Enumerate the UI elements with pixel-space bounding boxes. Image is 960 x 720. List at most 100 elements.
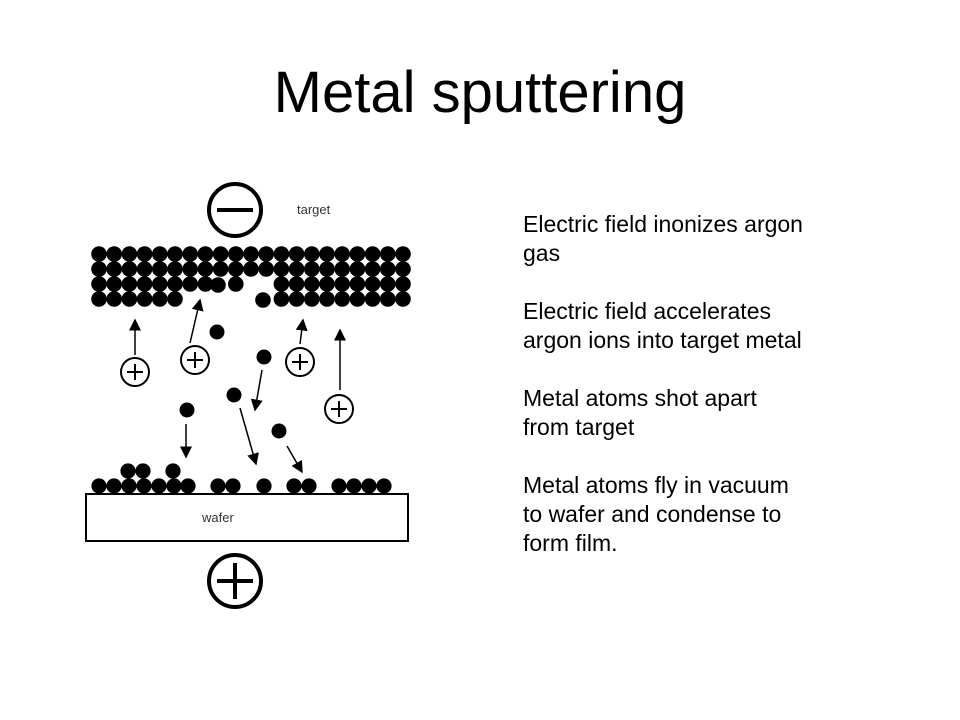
metal-atom	[106, 261, 122, 277]
metal-atom	[380, 291, 396, 307]
metal-atom	[106, 276, 122, 292]
metal-atom	[331, 478, 347, 494]
metal-atom	[258, 261, 275, 277]
metal-atom	[197, 261, 214, 277]
argon-ion-1	[120, 357, 150, 387]
metal-atom	[380, 246, 396, 262]
metal-atom	[167, 261, 183, 277]
explanation-item: Electric field inonizes argon gas	[523, 211, 803, 266]
metal-atom	[228, 276, 244, 292]
metal-atom	[152, 276, 168, 292]
metal-atom	[91, 261, 107, 277]
metal-atom	[304, 246, 320, 262]
metal-atom	[319, 261, 335, 277]
metal-atom	[361, 478, 377, 494]
target-metal-atoms	[91, 246, 411, 308]
anode-plus-icon	[207, 553, 263, 609]
metal-atom	[136, 478, 152, 494]
argon-ion-4	[324, 394, 354, 424]
metal-atom	[180, 478, 196, 494]
metal-atom	[334, 291, 351, 307]
metal-atom	[286, 478, 302, 494]
metal-atom	[91, 276, 107, 292]
target-label: target	[297, 202, 331, 217]
metal-atom	[121, 246, 138, 262]
metal-atom	[334, 276, 351, 292]
metal-atom	[197, 246, 214, 262]
flying-metal-atom	[209, 324, 225, 340]
metal-atom	[152, 261, 168, 277]
metal-atom	[165, 463, 181, 479]
metal-atom	[304, 261, 320, 277]
explanation-list: Electric field inonizes argon gas Electr…	[523, 210, 943, 587]
wafer	[85, 493, 409, 542]
explanation-item: Metal atoms shot apart from target	[523, 385, 757, 440]
metal-atom	[151, 478, 167, 494]
metal-atom	[255, 292, 271, 308]
explanation-item: Metal atoms fly in vacuum to wafer and c…	[523, 472, 789, 556]
metal-atom	[288, 276, 305, 292]
metal-atom	[349, 246, 366, 262]
metal-atom	[273, 276, 290, 292]
metal-atom	[166, 478, 182, 494]
metal-atom	[197, 276, 214, 292]
metal-atom	[376, 478, 392, 494]
metal-atom	[364, 291, 381, 307]
metal-atom	[212, 246, 229, 262]
metal-atom	[167, 276, 183, 292]
metal-atom	[334, 261, 351, 277]
metal-atom	[334, 246, 351, 262]
metal-atom	[106, 291, 122, 307]
metal-atom	[136, 246, 153, 262]
metal-atom	[152, 291, 168, 307]
metal-atom	[304, 291, 320, 307]
metal-atom	[121, 478, 137, 494]
metal-atom	[349, 276, 366, 292]
metal-atom	[243, 246, 259, 262]
metal-atom	[91, 291, 107, 307]
metal-atom	[364, 276, 381, 292]
metal-atom	[228, 261, 244, 277]
metal-atom	[304, 276, 320, 292]
metal-atom	[135, 463, 151, 479]
explanation-item: Electric field accelerates argon ions in…	[523, 298, 802, 353]
ion-arrow-2	[189, 298, 204, 344]
metal-atom	[106, 478, 122, 494]
flying-metal-atom	[226, 387, 242, 403]
flying-metal-atom	[179, 402, 195, 418]
metal-atom	[91, 246, 107, 262]
metal-atom	[228, 246, 244, 262]
metal-atom	[210, 478, 226, 494]
metal-atom	[152, 246, 168, 262]
metal-atom	[121, 291, 138, 307]
metal-atom	[210, 277, 226, 293]
metal-atom	[288, 291, 305, 307]
metal-atom	[319, 246, 335, 262]
metal-atom	[395, 276, 411, 292]
metal-atom	[121, 276, 138, 292]
metal-atom	[258, 246, 275, 262]
metal-atom	[395, 291, 411, 307]
metal-atom	[212, 261, 229, 277]
metal-atom	[182, 246, 198, 262]
metal-atom	[319, 291, 335, 307]
metal-atom	[167, 246, 183, 262]
wafer-label: wafer	[201, 510, 234, 525]
metal-atom	[136, 276, 153, 292]
metal-atom	[273, 246, 290, 262]
metal-atom	[288, 261, 305, 277]
flying-metal-atom	[271, 423, 287, 439]
metal-atom	[120, 463, 136, 479]
metal-atom	[364, 261, 381, 277]
metal-atom	[182, 276, 198, 292]
metal-atom	[395, 246, 411, 262]
metal-atom	[395, 261, 411, 277]
atom-arrow-4	[286, 445, 303, 474]
metal-atom	[243, 261, 259, 277]
metal-atom	[256, 478, 272, 494]
atom-arrow-3	[239, 407, 259, 466]
argon-ion-3	[285, 347, 315, 377]
argon-ion-2	[180, 345, 210, 375]
metal-atom	[380, 276, 396, 292]
